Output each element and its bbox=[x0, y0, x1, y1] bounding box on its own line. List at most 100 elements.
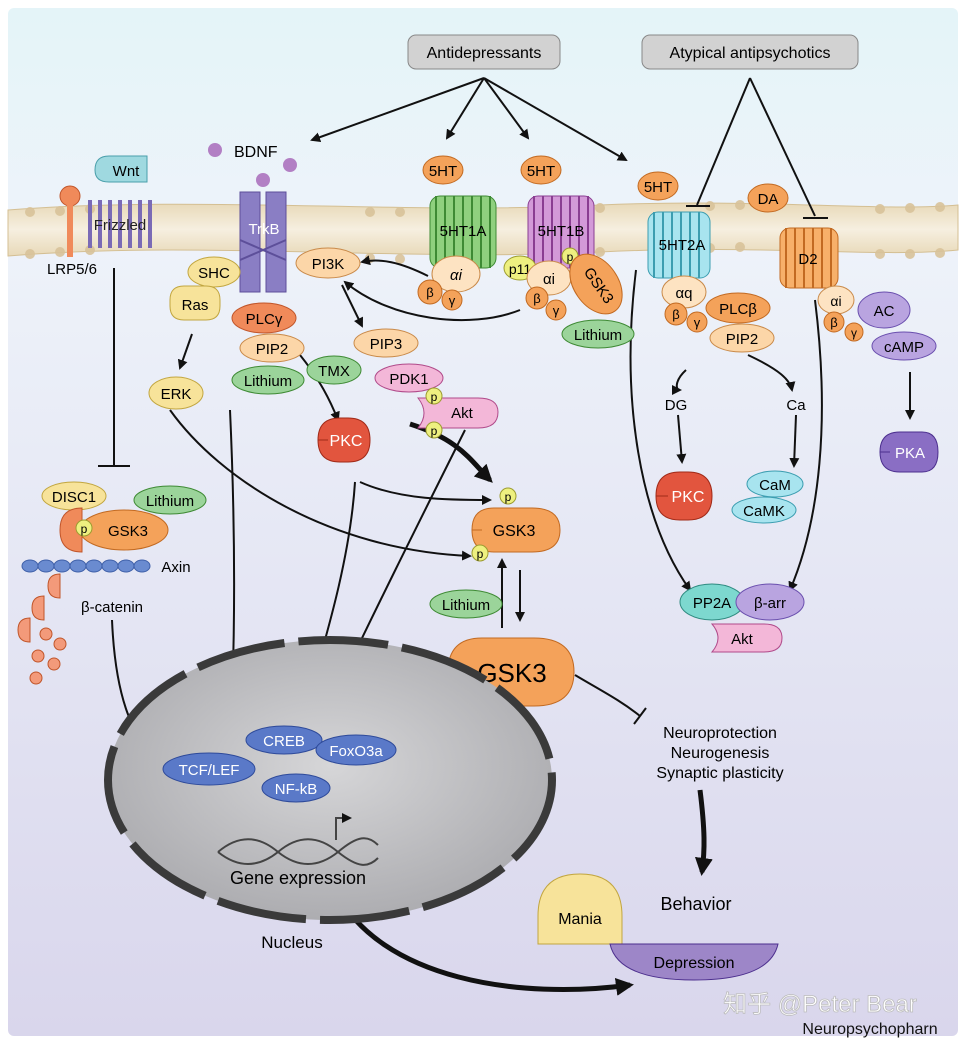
svg-text:PIP3: PIP3 bbox=[370, 336, 403, 353]
svg-text:Mania: Mania bbox=[558, 911, 602, 928]
svg-text:SHC: SHC bbox=[198, 265, 230, 282]
svg-text:5HT2A: 5HT2A bbox=[659, 237, 706, 254]
plc-beta: PLCβ bbox=[705, 292, 771, 324]
svg-text:LRP5/6: LRP5/6 bbox=[47, 261, 97, 278]
svg-text:β-arr: β-arr bbox=[754, 595, 786, 612]
svg-text:PI3K: PI3K bbox=[312, 256, 345, 273]
mania-depression-seesaw: Mania Depression bbox=[537, 873, 779, 981]
svg-text:FoxO3a: FoxO3a bbox=[329, 743, 383, 760]
lithium-trkb: Lithium bbox=[231, 365, 305, 395]
ras: Ras bbox=[169, 285, 221, 321]
svg-text:DISC1: DISC1 bbox=[52, 489, 96, 506]
svg-text:5HT1B: 5HT1B bbox=[538, 223, 585, 240]
svg-text:CaMK: CaMK bbox=[743, 503, 785, 520]
svg-text:知乎 @Peter Bear: 知乎 @Peter Bear bbox=[723, 991, 917, 1018]
svg-text:β-catenin: β-catenin bbox=[81, 599, 143, 616]
shc: SHC bbox=[187, 256, 241, 288]
trkb-receptor: TrkB bbox=[239, 191, 287, 293]
svg-text:γ: γ bbox=[694, 315, 701, 330]
svg-text:Neuroprotection: Neuroprotection bbox=[663, 725, 777, 742]
svg-text:PLCγ: PLCγ bbox=[246, 311, 283, 328]
erk: ERK bbox=[148, 376, 204, 410]
d2-g-protein: αi β γ bbox=[817, 285, 864, 342]
svg-text:αq: αq bbox=[675, 285, 692, 302]
svg-text:Lithium: Lithium bbox=[244, 373, 292, 390]
svg-text:Lithium: Lithium bbox=[442, 597, 490, 614]
svg-text:p: p bbox=[505, 490, 512, 504]
svg-text:Frizzled: Frizzled bbox=[94, 217, 147, 234]
nucleus: CREB FoxO3a TCF/LEF NF-kB Gene expressio… bbox=[104, 636, 556, 952]
pip2-right: PIP2 bbox=[709, 323, 775, 353]
svg-text:5HT: 5HT bbox=[429, 163, 457, 180]
disc1-complex: DISC1 Lithium GSK3 p Axin β-catenin bbox=[17, 481, 207, 685]
svg-text:Neurogenesis: Neurogenesis bbox=[671, 745, 770, 762]
svg-text:αi: αi bbox=[543, 271, 555, 288]
svg-text:γ: γ bbox=[553, 303, 560, 318]
svg-text:GSK3: GSK3 bbox=[108, 523, 148, 540]
svg-text:Wnt: Wnt bbox=[113, 163, 141, 180]
pp2a-barr-akt: PP2A β-arr Akt bbox=[679, 583, 805, 653]
svg-text:γ: γ bbox=[449, 293, 456, 308]
svg-text:PKC: PKC bbox=[672, 489, 705, 506]
svg-text:TMX: TMX bbox=[318, 363, 350, 380]
svg-text:5HT: 5HT bbox=[527, 163, 555, 180]
watermark: 知乎 @Peter Bear Neuropsychopharn bbox=[723, 991, 938, 1038]
svg-text:BDNF: BDNF bbox=[234, 144, 278, 161]
svg-text:Axin: Axin bbox=[161, 559, 190, 576]
svg-text:Depression: Depression bbox=[654, 955, 735, 972]
svg-text:TCF/LEF: TCF/LEF bbox=[179, 762, 240, 779]
svg-text:p: p bbox=[431, 424, 438, 438]
svg-text:β: β bbox=[426, 285, 433, 300]
svg-text:PIP2: PIP2 bbox=[256, 341, 289, 358]
svg-text:p11: p11 bbox=[509, 261, 532, 277]
lithium-mid: Lithium bbox=[429, 589, 503, 619]
svg-text:D2: D2 bbox=[798, 251, 817, 268]
5ht1b-g-protein: p11 αi β γ p GSK3 Lithium bbox=[503, 247, 635, 349]
svg-text:AC: AC bbox=[874, 303, 895, 320]
svg-text:αi: αi bbox=[830, 293, 841, 309]
svg-text:DA: DA bbox=[758, 191, 779, 208]
d2-receptor: DA D2 bbox=[747, 183, 839, 289]
svg-text:PLCβ: PLCβ bbox=[719, 301, 757, 318]
svg-text:Akt: Akt bbox=[451, 405, 474, 422]
svg-text:αi: αi bbox=[450, 267, 463, 284]
svg-text:Antidepressants: Antidepressants bbox=[427, 45, 542, 62]
antipsychotic-inhibition bbox=[686, 77, 828, 219]
bdnf: BDNF bbox=[208, 143, 297, 187]
svg-text:GSK3: GSK3 bbox=[493, 523, 536, 540]
svg-text:p: p bbox=[81, 522, 88, 536]
plc-gamma: PLCγ bbox=[231, 302, 297, 334]
ca-label: Ca bbox=[786, 397, 806, 414]
pkc-right: PKC bbox=[655, 471, 713, 521]
svg-text:PIP2: PIP2 bbox=[726, 331, 759, 348]
svg-text:Behavior: Behavior bbox=[660, 894, 731, 914]
svg-text:PKC: PKC bbox=[330, 433, 363, 450]
svg-text:Nucleus: Nucleus bbox=[261, 933, 322, 952]
svg-text:ERK: ERK bbox=[161, 386, 192, 403]
antidepressant-arrows bbox=[310, 77, 628, 162]
svg-text:β: β bbox=[830, 315, 837, 330]
akt-center: Akt p p bbox=[416, 387, 499, 439]
5ht1b-receptor: 5HT 5HT1B bbox=[520, 155, 595, 269]
svg-text:NF-kB: NF-kB bbox=[275, 781, 318, 798]
svg-text:PDK1: PDK1 bbox=[389, 371, 428, 388]
svg-text:CREB: CREB bbox=[263, 733, 305, 750]
svg-text:Lithium: Lithium bbox=[574, 327, 622, 344]
svg-text:p: p bbox=[567, 250, 574, 264]
gsk3-mid: GSK3 p p bbox=[471, 487, 561, 562]
dg-label: DG bbox=[665, 397, 688, 414]
svg-text:β: β bbox=[672, 307, 679, 322]
svg-text:Akt: Akt bbox=[731, 631, 754, 648]
svg-text:p: p bbox=[477, 547, 484, 561]
svg-text:p: p bbox=[431, 390, 438, 404]
svg-text:5HT1A: 5HT1A bbox=[440, 223, 487, 240]
svg-text:5HT: 5HT bbox=[644, 179, 672, 196]
svg-text:γ: γ bbox=[851, 326, 857, 340]
5ht2a-receptor: 5HT 5HT2A bbox=[637, 171, 711, 279]
pi3k: PI3K bbox=[295, 247, 361, 279]
svg-text:Atypical antipsychotics: Atypical antipsychotics bbox=[670, 45, 831, 62]
dna-helix bbox=[217, 813, 379, 866]
atypical-antipsychotics-box: Atypical antipsychotics bbox=[641, 34, 859, 70]
